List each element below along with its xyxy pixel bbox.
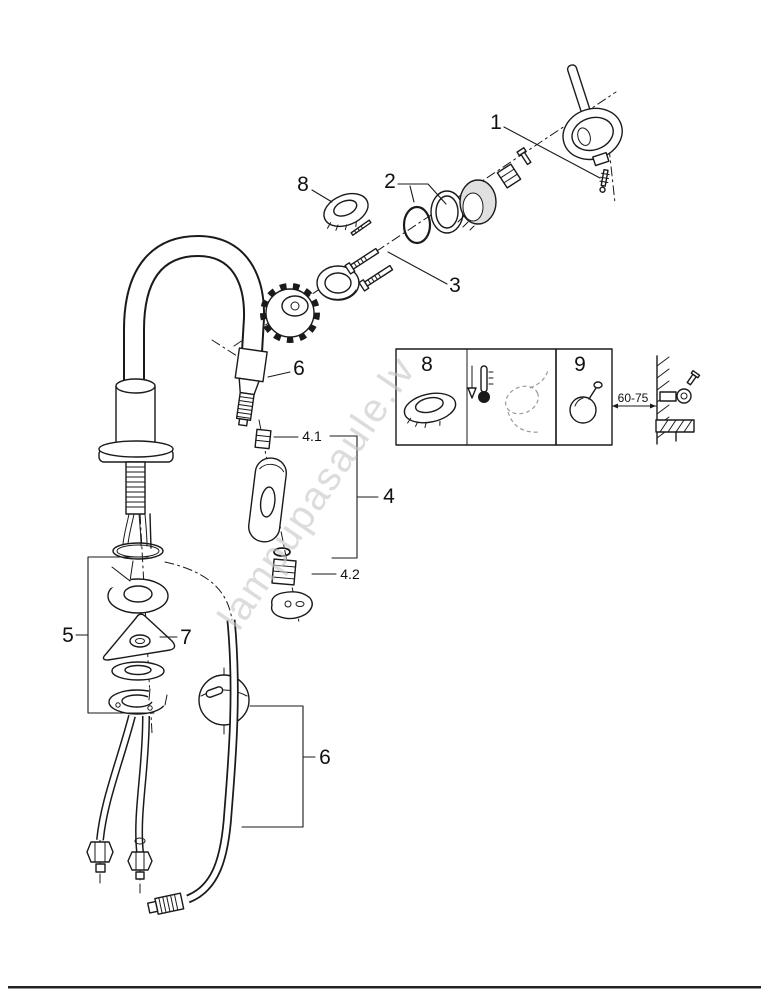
spray-insert-4-1 [254,428,272,450]
dimension-label: 60-75 [618,391,649,405]
temperature-warning-icon [467,365,494,403]
callout-labels: 1 2 3 8 6 4.1 4 4.2 5 7 6 [62,111,502,769]
inset-8-label: 8 [421,353,433,376]
wall-mount-drawing: 60-75 [611,355,701,445]
callout-4: 4 [383,485,395,508]
spray-head-docked [234,347,268,427]
lever-handle [562,64,623,193]
callout-6-upper: 6 [293,357,305,380]
cartridge [260,283,320,343]
callout-8: 8 [297,173,309,196]
callout-7: 7 [180,626,192,649]
inset-panel: 8 9 [395,348,701,446]
c-clamp [108,687,169,715]
callout-5: 5 [62,624,74,647]
adapter-piece [496,163,522,189]
retaining-ring [316,265,360,301]
inset-escutcheon-drawing [403,392,457,428]
spray-body-4 [248,457,287,543]
footer-rule [8,986,761,989]
small-screw [516,147,532,166]
washer [111,661,165,681]
inset-knob-drawing [569,381,603,424]
callout-6-lower: 6 [319,746,331,769]
leader-lines [75,126,601,828]
faucet-body [98,234,268,549]
pullout-hose [147,619,239,915]
escutcheon-part8 [323,192,372,236]
callout-4-2: 4.2 [340,566,360,582]
callout-2: 2 [384,170,396,193]
fixing-screws [344,247,394,292]
cap-dome [457,179,497,231]
inset-9-label: 9 [574,353,586,376]
o-ring-set [402,190,464,245]
inset-lever-sketch [505,369,549,433]
callout-1: 1 [490,111,502,134]
supply-hoses [86,714,153,880]
mousseur-4-2 [270,547,313,620]
hose-weight-ball [198,674,250,726]
triangle-plate-part7 [102,613,176,661]
callout-4-1: 4.1 [302,428,322,444]
callout-3: 3 [449,274,461,297]
horseshoe-gasket [107,559,169,614]
